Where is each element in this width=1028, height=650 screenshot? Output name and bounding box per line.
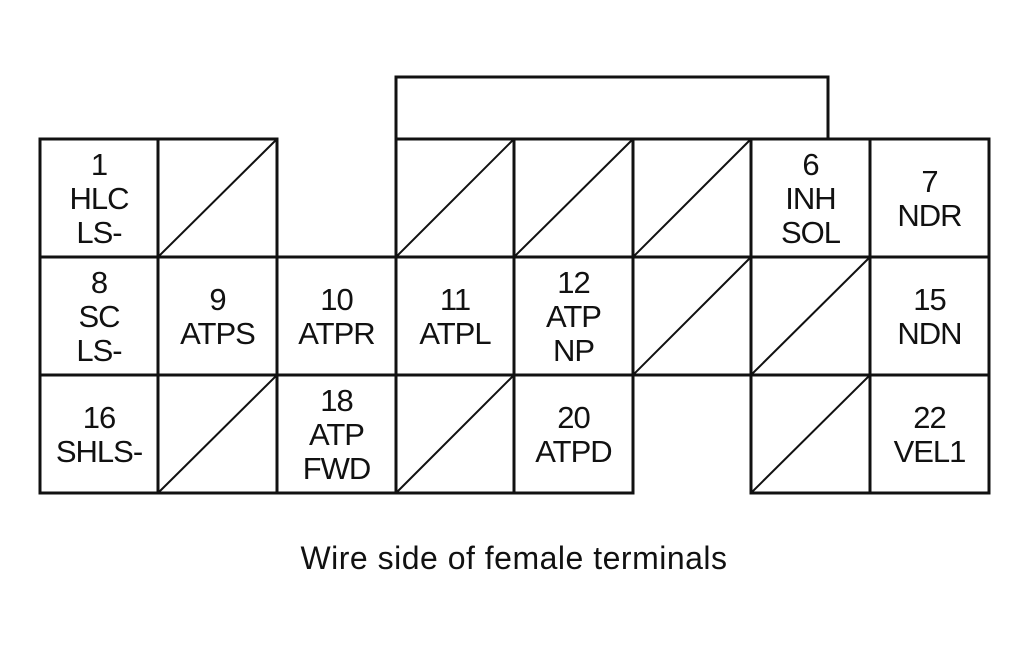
blank-terminal-cell	[631, 255, 753, 377]
unused-slot-diagonal	[750, 374, 871, 494]
terminal-signal-label: INH	[785, 181, 835, 216]
cell-border	[868, 373, 991, 495]
unused-slot-diagonal	[395, 138, 515, 258]
terminal-signal-label: ATPL	[419, 316, 491, 351]
terminal-number: 9	[209, 282, 225, 317]
terminal-signal-label: NDR	[897, 198, 961, 233]
cell-border	[156, 255, 279, 377]
unused-slot-diagonal	[632, 256, 752, 376]
terminal-signal-label: ATPR	[298, 316, 374, 351]
blank-terminal-cell	[749, 373, 872, 495]
terminal-signal-label: ATPD	[535, 434, 611, 469]
unused-slot-diagonal	[513, 138, 634, 258]
terminal-signal-label: SOL	[781, 215, 841, 250]
blank-terminal-cell	[156, 373, 279, 495]
terminal-signal-label: ATPS	[180, 316, 255, 351]
terminal-signal-label: VEL1	[894, 434, 966, 469]
blank-terminal-cell	[394, 137, 516, 259]
terminal-signal-label: SC	[78, 299, 120, 334]
terminal-number: 22	[913, 400, 945, 435]
terminal-signal-label: NP	[553, 333, 594, 368]
cell-border	[394, 255, 516, 377]
terminal-signal-label: ATP	[546, 299, 601, 334]
blank-terminal-cell	[631, 137, 753, 259]
terminal-number: 6	[802, 147, 818, 182]
unused-slot-diagonal	[395, 374, 515, 494]
terminal-signal-label: SHLS-	[56, 434, 142, 469]
blank-terminal-cell	[749, 255, 872, 377]
terminal-number: 1	[91, 147, 107, 182]
terminal-signal-label: ATP	[309, 417, 364, 452]
cell-border	[868, 255, 991, 377]
terminal-number: 10	[320, 282, 353, 317]
terminal-signal-label: HLC	[69, 181, 129, 216]
diagram-caption: Wire side of female terminals	[300, 540, 728, 576]
terminal-signal-label: LS-	[76, 333, 121, 368]
terminal-number: 18	[320, 383, 352, 418]
terminal-signal-label: NDN	[897, 316, 961, 351]
connector-outline	[394, 75, 830, 139]
terminal-signal-label: LS-	[76, 215, 121, 250]
blank-terminal-cell	[156, 137, 279, 259]
terminal-number: 20	[557, 400, 590, 435]
terminal-number: 7	[921, 164, 937, 199]
unused-slot-diagonal	[157, 374, 278, 494]
terminal-signal-label: FWD	[303, 451, 371, 486]
cell-border	[38, 373, 160, 495]
blank-terminal-cell	[394, 373, 516, 495]
terminal-cells: 1HLCLS-6INHSOL7NDR8SCLS-9ATPS10ATPR11ATP…	[38, 137, 991, 495]
terminal-number: 8	[91, 265, 107, 300]
cell-border	[512, 373, 635, 495]
unused-slot-diagonal	[157, 138, 278, 258]
terminal-number: 15	[913, 282, 945, 317]
unused-slot-diagonal	[632, 138, 752, 258]
terminal-number: 11	[440, 282, 470, 317]
terminal-number: 12	[557, 265, 589, 300]
cell-border	[275, 373, 398, 495]
unused-slot-diagonal	[750, 256, 871, 376]
terminal-number: 16	[83, 400, 115, 435]
latch-bracket	[394, 75, 830, 139]
cell-border	[275, 255, 398, 377]
blank-terminal-cell	[512, 137, 635, 259]
